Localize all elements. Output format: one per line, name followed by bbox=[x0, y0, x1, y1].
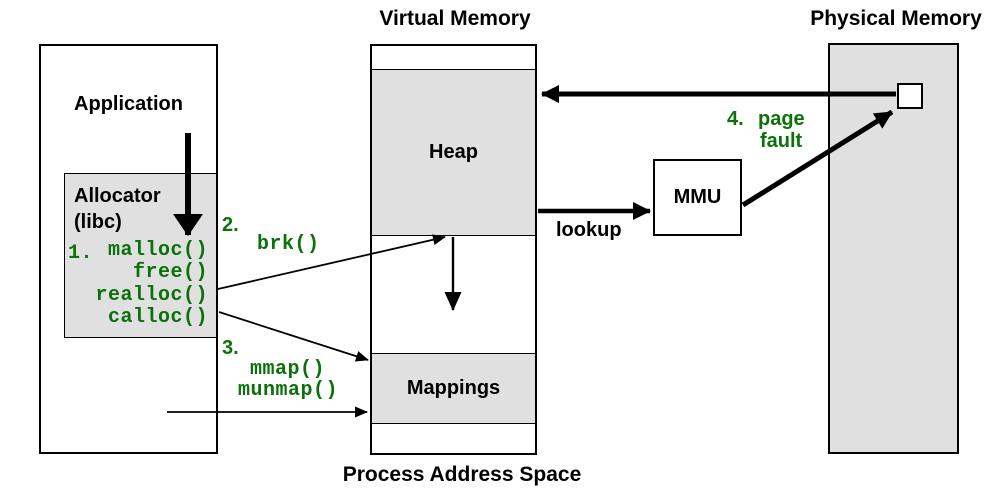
virtual-memory-box: Heap Mappings bbox=[370, 44, 537, 455]
allocator-title: Allocator bbox=[74, 185, 161, 207]
physical-memory-box bbox=[828, 43, 959, 454]
function-realloc: realloc() bbox=[95, 283, 208, 307]
mappings-label: Mappings bbox=[406, 377, 501, 399]
allocator-subtitle: (libc) bbox=[74, 210, 122, 233]
page-fault-line2: fault bbox=[760, 130, 803, 152]
function-malloc: malloc() bbox=[107, 239, 208, 262]
page-fault-line1: page bbox=[758, 108, 805, 130]
step-3-number: 3. bbox=[222, 337, 239, 359]
munmap-call-label: munmap() bbox=[238, 379, 339, 402]
function-calloc: calloc() bbox=[107, 306, 208, 330]
step-4-number: 4. bbox=[727, 108, 744, 130]
process-address-space-label: Process Address Space bbox=[342, 463, 582, 486]
virtual-memory-title: Virtual Memory bbox=[379, 7, 531, 30]
step-2-number: 2. bbox=[222, 214, 239, 236]
mappings-section: Mappings bbox=[372, 353, 535, 424]
application-label: Application bbox=[74, 93, 183, 115]
arrow-mmap-to-mappings bbox=[218, 311, 369, 362]
allocator-label: Allocator (libc) bbox=[74, 184, 161, 235]
heap-section: Heap bbox=[372, 69, 535, 236]
mmap-call-label: mmap() bbox=[250, 358, 326, 381]
lookup-label: lookup bbox=[556, 219, 622, 241]
brk-call-label: brk() bbox=[257, 233, 320, 256]
step-1-number: 1. bbox=[68, 242, 94, 265]
allocator-functions: malloc() free() realloc() calloc() bbox=[60, 239, 208, 330]
mmu-label: MMU bbox=[673, 186, 722, 208]
page-frame-square bbox=[897, 83, 923, 109]
physical-memory-title: Physical Memory bbox=[810, 7, 982, 30]
function-free: free() bbox=[132, 261, 208, 285]
mmu-box: MMU bbox=[653, 159, 742, 236]
heap-label: Heap bbox=[429, 141, 478, 163]
allocator-box bbox=[64, 173, 217, 338]
